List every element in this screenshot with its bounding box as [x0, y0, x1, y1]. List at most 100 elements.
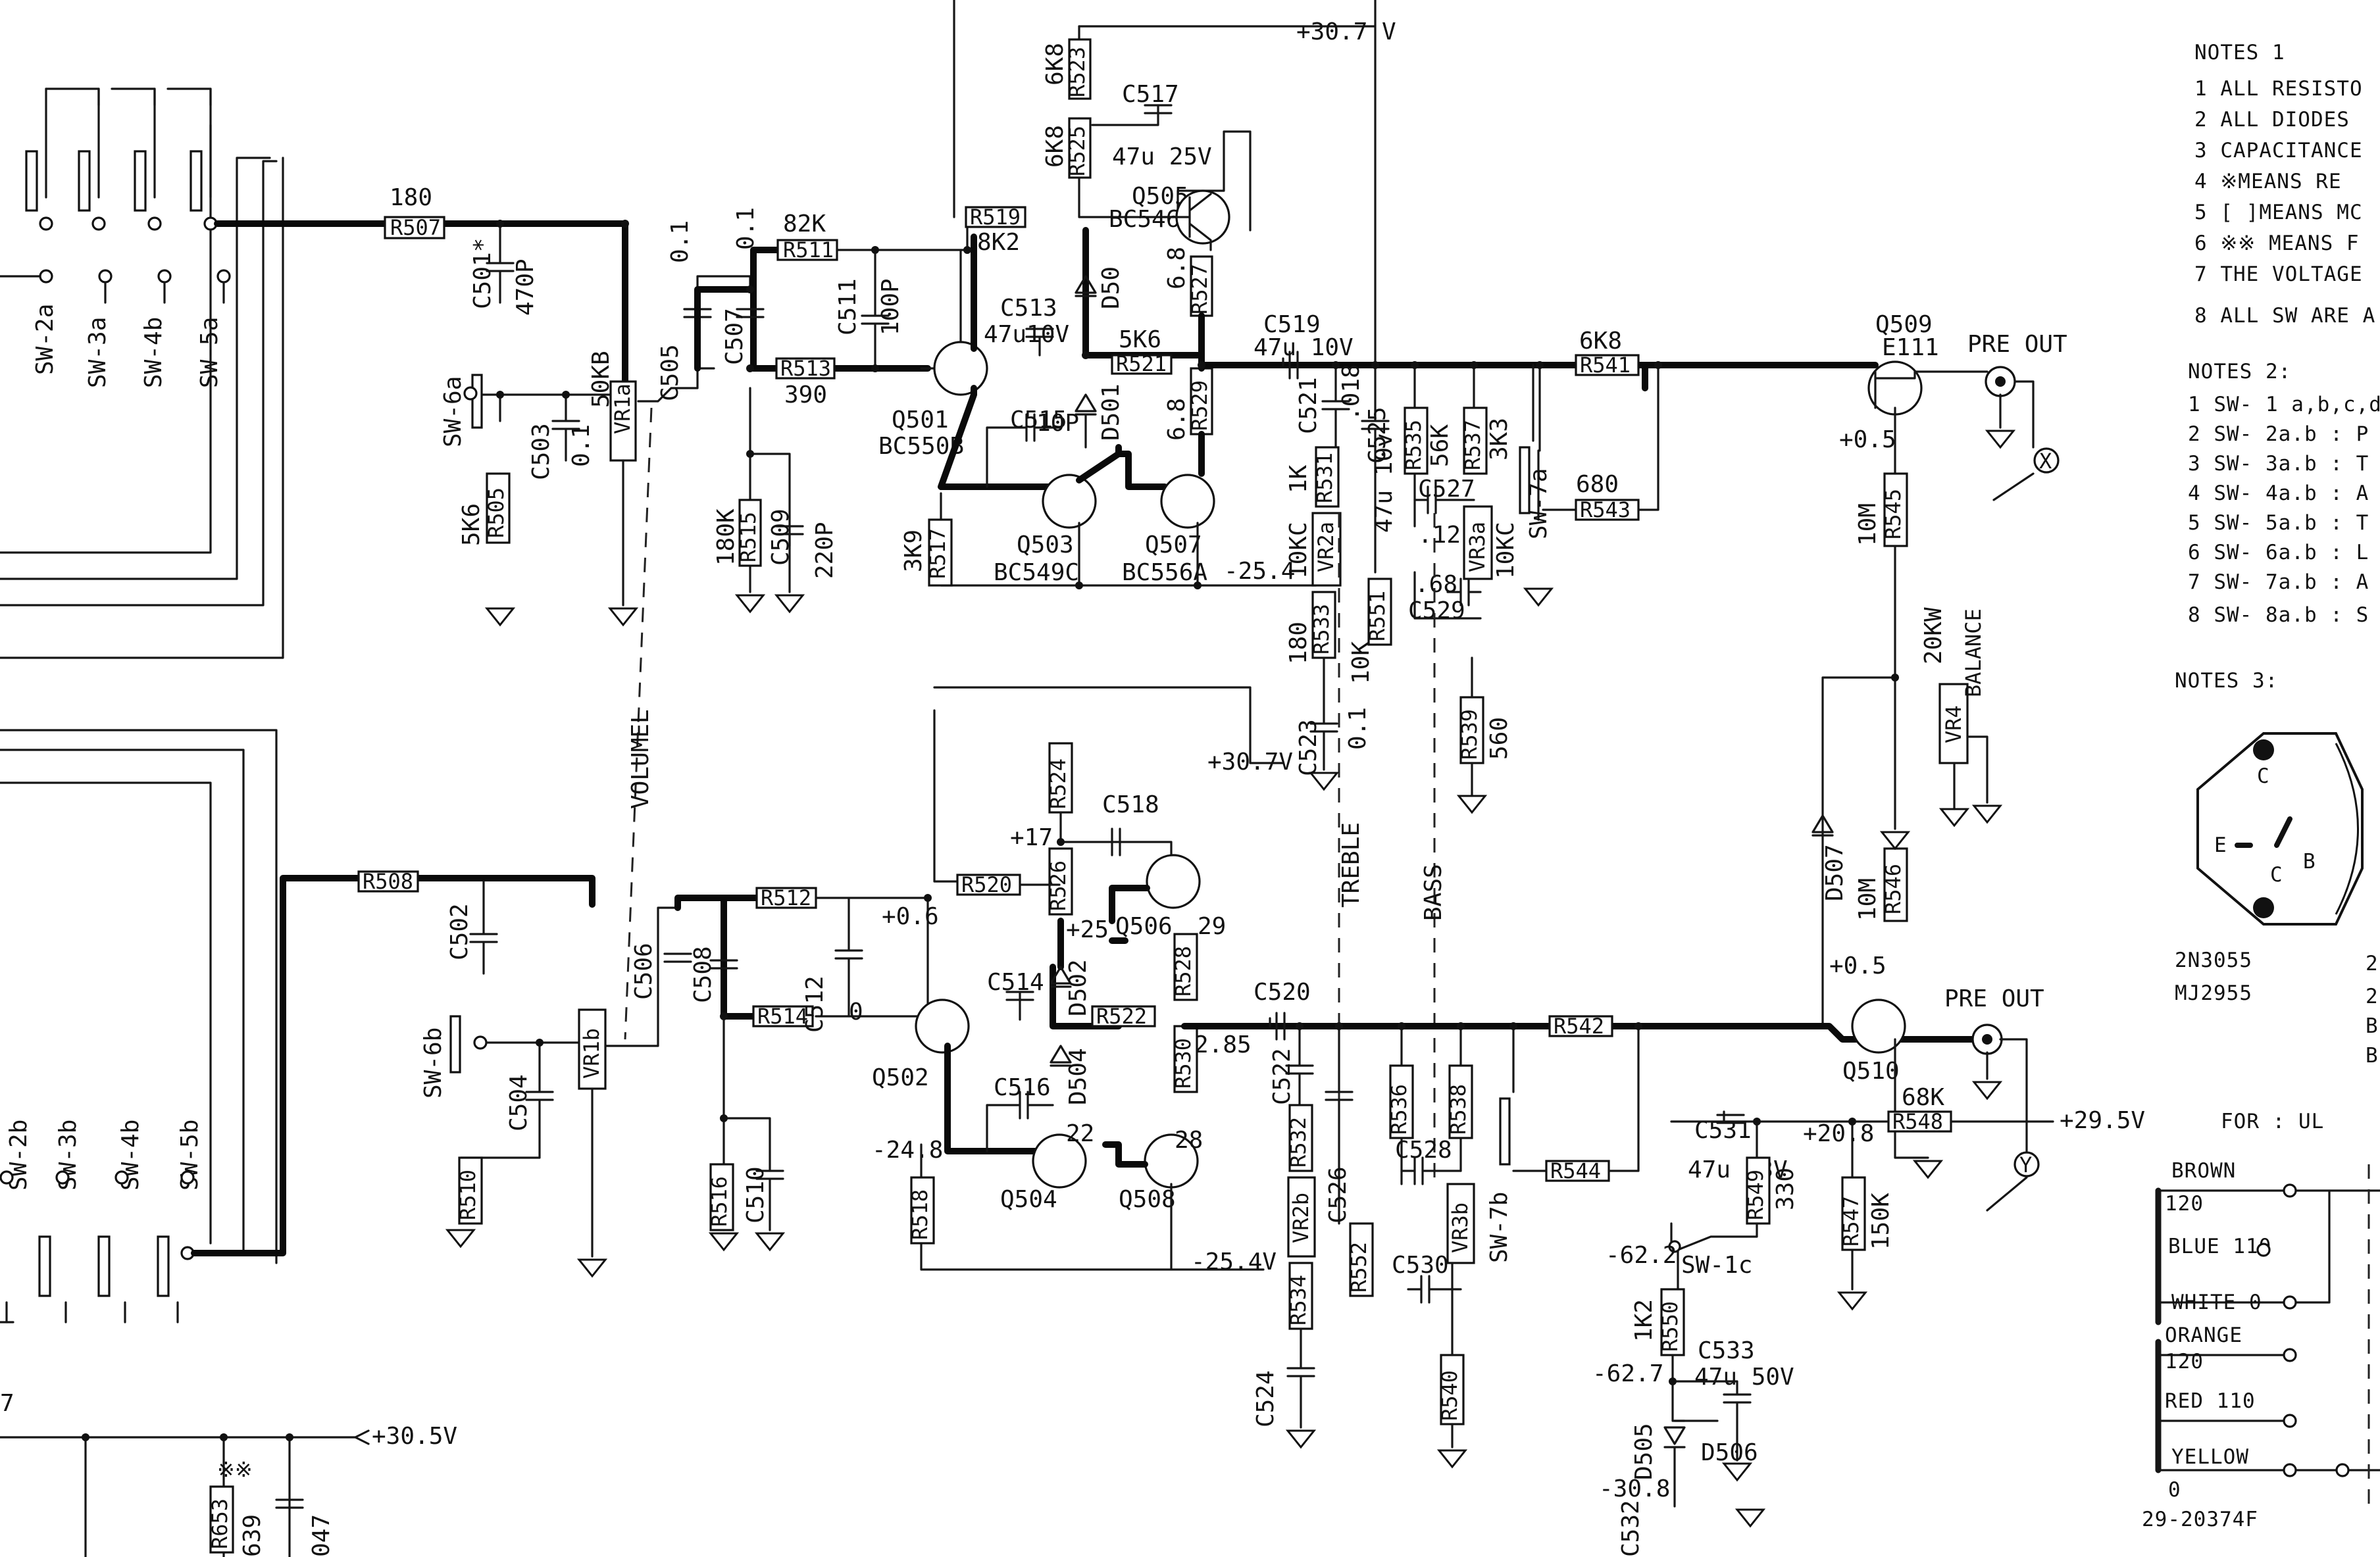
r516-label: R516 [707, 1176, 732, 1227]
r511-value: 82K [783, 210, 826, 237]
r527 [1190, 255, 1213, 317]
vr4-label: VR4 [1941, 705, 1966, 743]
notes1-item: 7 THE VOLTAGE [2194, 262, 2363, 286]
tap-blue: BLUE 110 [2168, 1235, 2271, 1258]
vr1a-value: 50KB [588, 351, 615, 408]
q509-type: E111 [1882, 334, 1939, 361]
q510-label: Q510 [1842, 1058, 1900, 1085]
pre-out-a: PRE OUT [1967, 331, 2067, 358]
to3-pin-c2: C [2270, 863, 2283, 887]
rail-neg-30: -30.8 [1599, 1475, 1670, 1502]
vr3a-value: 10KC [1492, 522, 1519, 579]
r540-label: R540 [1437, 1370, 1462, 1421]
r525-value: 6K8 [1042, 125, 1069, 168]
q505-type: BC546 [1109, 206, 1180, 233]
vr2a-label: VR2a [1313, 522, 1338, 572]
q503 [1042, 474, 1097, 529]
r515-value: 180K [713, 508, 740, 566]
q506 [1146, 854, 1201, 909]
c517-label: C517 [1122, 81, 1179, 108]
v208-label: +20.8 [1803, 1120, 1874, 1147]
q503-label: Q503 [1017, 531, 1074, 558]
c505-label: C505 [657, 344, 684, 401]
r544 [1545, 1160, 1610, 1182]
v0-label: 0 [849, 999, 863, 1026]
y-mark: Y [2019, 1152, 2032, 1177]
sw6b-label: SW-6b [420, 1027, 447, 1099]
r529-value: 6.8 [1163, 398, 1190, 441]
notes3-title: NOTES 3: [2175, 669, 2278, 693]
r546-label: R546 [1881, 864, 1906, 914]
r526 [1048, 847, 1073, 916]
r545-value: 10M [1854, 503, 1881, 546]
bass-label: BASS [1420, 864, 1447, 921]
vr3b-label: VR3b [1448, 1202, 1473, 1253]
notes1-item: 8 ALL SW ARE A [2194, 304, 2375, 328]
c513-value: 47u10V [984, 321, 1069, 348]
r653-mark: ※※ [217, 1457, 253, 1482]
r510-label: R510 [455, 1170, 480, 1220]
sw6a-label: SW-6a [440, 376, 467, 447]
q507-type: BC556A [1122, 559, 1207, 586]
side-mark: 2 [2366, 985, 2379, 1008]
upper-amplifier: +30.7 V R523 6K8 R525 6K8 C517 47u 25V R… [878, 0, 1879, 587]
vr3a-label: VR3a [1465, 522, 1490, 572]
r527-value: 6.8 [1163, 247, 1190, 289]
q504-label: Q504 [1000, 1186, 1057, 1213]
r521-value: 5K6 [1119, 326, 1161, 353]
r531-label: R531 [1312, 453, 1337, 503]
bottom-power-branch: +30.5V R653 ※※ 639 047 [0, 1423, 457, 1557]
v22-label: 22 [1066, 1120, 1094, 1147]
r549-label: R549 [1743, 1170, 1768, 1220]
sw7b-label: SW-7b [1486, 1192, 1513, 1263]
r514 [752, 1005, 814, 1027]
c510-label: C510 [742, 1166, 769, 1223]
bottom-seven: 7 [0, 1390, 14, 1417]
lower-input-network: R508 C502 SW-6b C504 R510 VR1b VOLUMEL C… [357, 407, 929, 1258]
c501-value: 470P [512, 259, 539, 316]
notes-3: NOTES 3: C E B C 2N3055 MJ2955 2 2 B B [2175, 669, 2379, 1068]
r522 [1091, 1005, 1156, 1027]
r545-label: R545 [1881, 489, 1906, 539]
r548-value: 68K [1902, 1084, 1944, 1111]
sw2a-label: SW-2a [32, 304, 59, 375]
r542-label: R542 [1554, 1014, 1604, 1039]
r550-value: 1K2 [1631, 1299, 1658, 1342]
notes2-item: 7 SW- 7a.b : A [2188, 570, 2369, 594]
r534-label: R534 [1286, 1275, 1311, 1325]
tap-120a: 120 [2165, 1192, 2204, 1216]
r521-label: R521 [1116, 351, 1167, 376]
r523-value: 6K8 [1042, 43, 1069, 86]
r518-label: R518 [907, 1189, 932, 1240]
r545 [1883, 472, 1908, 547]
lower-tone-stack: C522 R532 VR2b R534 C524 C526 R552 R536 … [1252, 1014, 1640, 1448]
treble-label: TREBLE [1338, 822, 1365, 908]
q508-label: Q508 [1119, 1186, 1176, 1213]
rail-pos-low: +29.5V [2060, 1107, 2145, 1134]
r529-label: R529 [1187, 380, 1212, 431]
c520-label: C520 [1253, 979, 1311, 1006]
notes1-item: 6 ※※ MEANS F [2194, 232, 2360, 255]
d503-label: D50 [1098, 266, 1125, 309]
r522-label: R522 [1096, 1004, 1147, 1029]
sw4b-label: SW-4b [140, 317, 167, 388]
q509-label: Q509 [1875, 311, 1933, 338]
r551-label: R551 [1365, 591, 1390, 641]
v05b-label: +0.5 [1829, 952, 1886, 979]
r515-label: R515 [736, 512, 761, 562]
lower-amplifier: +30.7V R524 C518 +17 R526 +25 R520 Q506 … [849, 686, 1977, 1275]
notes-2: NOTES 2: 1 SW- 1 a,b,c,d: P 2 SW- 2a.b :… [2188, 360, 2380, 627]
d507-label: D507 [1821, 844, 1848, 901]
rail-neg-top: -25.4 [1224, 558, 1295, 585]
r535-label: R535 [1401, 420, 1426, 470]
r544-label: R544 [1550, 1158, 1601, 1183]
vr2a [1311, 512, 1342, 587]
r523-label: R523 [1065, 47, 1090, 97]
c505-value: 0.1 [667, 220, 694, 263]
r507-value: 180 [390, 184, 432, 211]
vr1a [609, 380, 637, 462]
r521 [1111, 354, 1173, 375]
q509 [1867, 360, 1923, 416]
notes1-item: 5 [ ]MEANS MC [2194, 201, 2363, 224]
v248-label: -24.8 [872, 1137, 943, 1164]
